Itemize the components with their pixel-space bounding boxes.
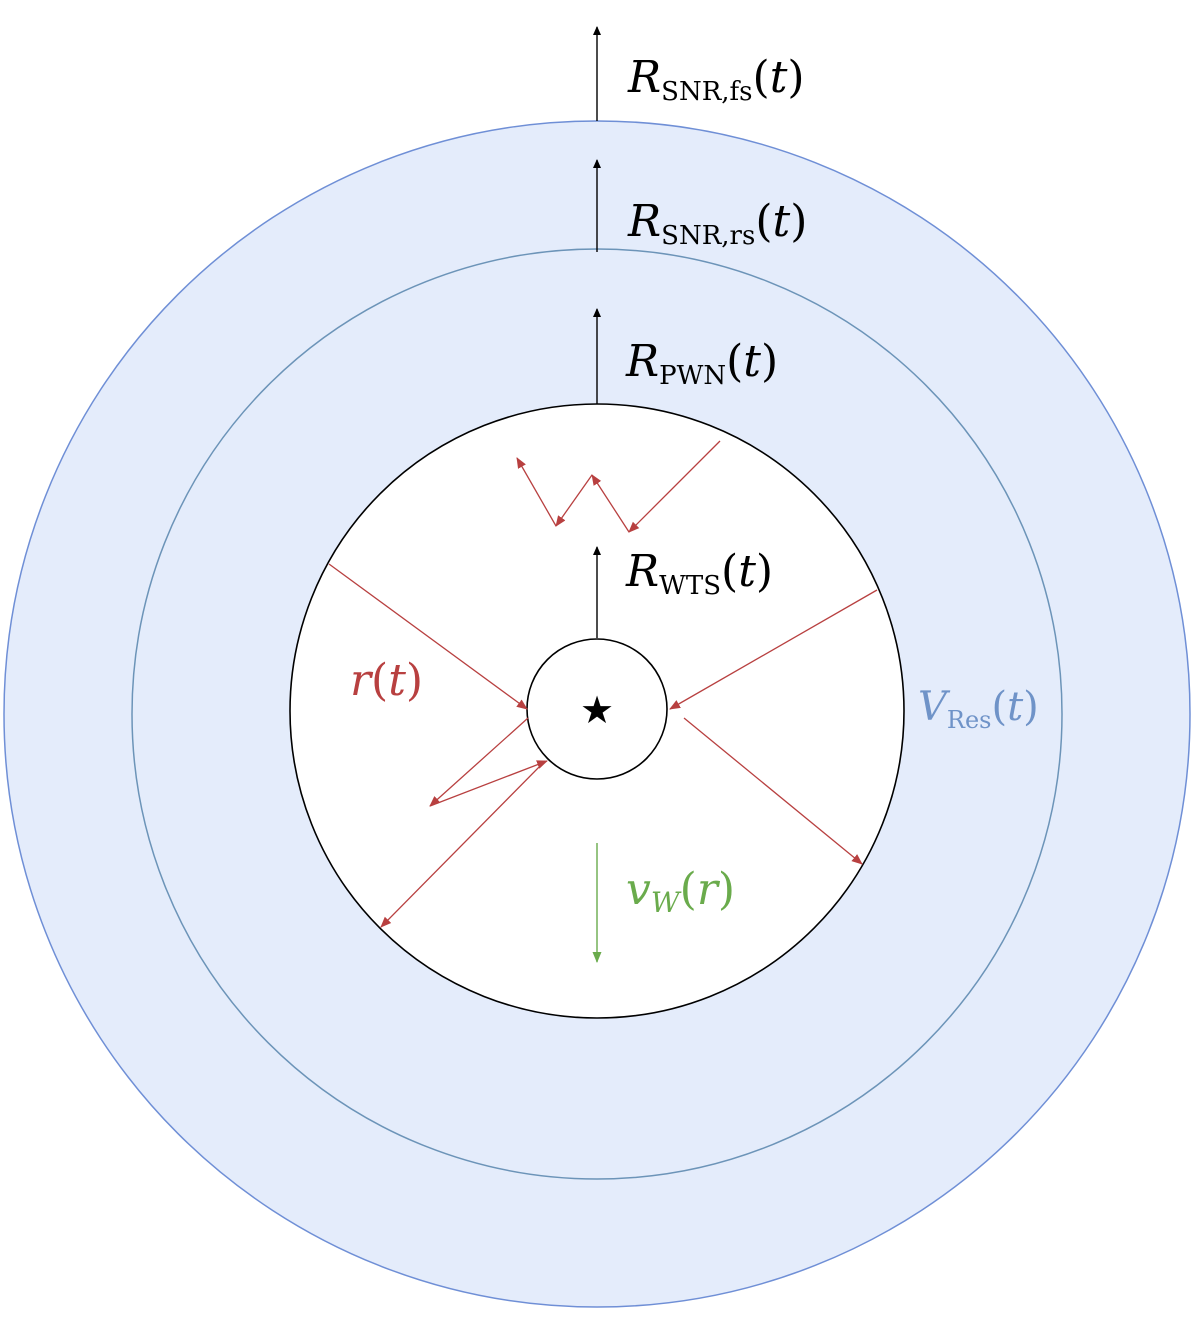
label-snr-rs: RSNR,rs(t) [627,196,807,251]
label-pwn: RPWN(t) [625,336,778,391]
label-snr-fs: RSNR,fs(t) [627,52,805,107]
label-v-res: VRes(t) [918,684,1039,734]
label-wts: RWTS(t) [625,546,773,601]
pulsar-star-icon: ★ [580,688,614,732]
label-v-w: vW(r) [626,864,735,919]
label-r-t: r(t) [350,655,423,706]
particle-paths [328,440,878,928]
